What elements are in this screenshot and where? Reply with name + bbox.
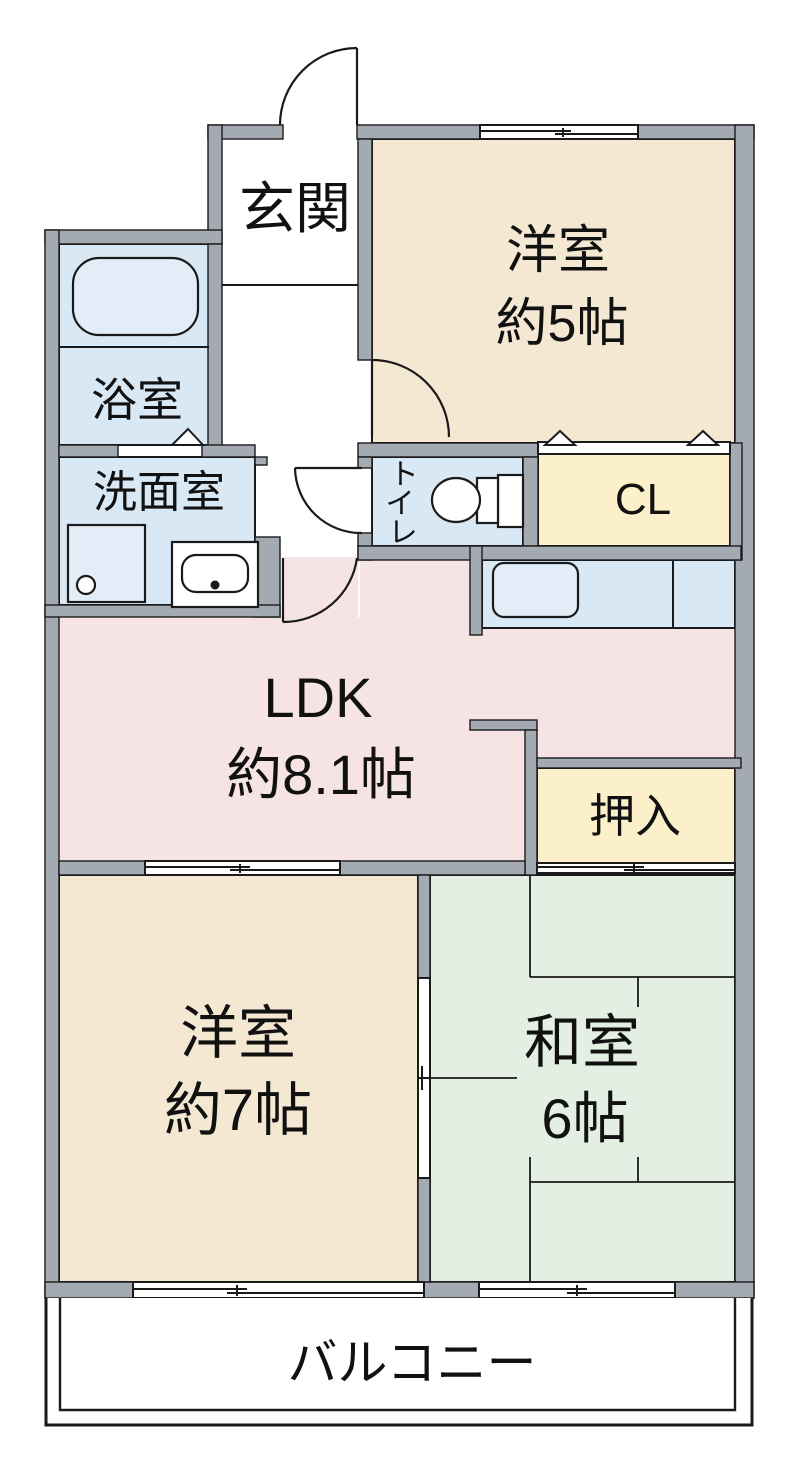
closet-door-marker xyxy=(685,429,721,446)
wall xyxy=(423,1281,480,1299)
sliding-door-western7-japanese6 xyxy=(417,977,431,1179)
wall xyxy=(254,536,281,618)
toilet-bowl xyxy=(430,476,482,524)
label-western7-name: 洋室 xyxy=(180,1001,296,1066)
closet-sliding-door xyxy=(537,441,731,455)
room-western5 xyxy=(371,138,736,444)
wall xyxy=(536,757,742,769)
sliding-door-oshiire xyxy=(536,862,736,874)
door-toilet xyxy=(293,466,363,535)
wall xyxy=(58,444,119,458)
label-genkan: 玄関 xyxy=(239,177,351,240)
svg-text:レ: レ xyxy=(388,517,417,549)
toilet-tank xyxy=(496,473,525,529)
entrance-door xyxy=(278,46,359,126)
wall xyxy=(58,860,146,876)
label-toilet: ト イ レ xyxy=(385,459,418,549)
washing-machine-drain xyxy=(75,574,97,596)
wall xyxy=(734,124,755,1299)
label-ldk-name: LDK xyxy=(264,666,373,729)
label-oshiire: 押入 xyxy=(589,790,681,842)
label-western5-name: 洋室 xyxy=(506,222,610,280)
wall xyxy=(201,444,256,458)
wall xyxy=(469,719,538,731)
wall xyxy=(357,138,373,361)
label-balcony: バルコニー xyxy=(288,1335,537,1391)
wall xyxy=(357,545,742,561)
wall xyxy=(44,229,223,245)
bathtub xyxy=(71,256,200,337)
door-ldk xyxy=(281,557,359,624)
closet-door-marker xyxy=(542,429,578,446)
label-western7-size: 約7帖 xyxy=(164,1078,312,1143)
wall xyxy=(417,1177,431,1283)
balcony xyxy=(44,1298,754,1427)
window-top xyxy=(479,124,639,140)
wall xyxy=(207,243,223,448)
label-closet: CL xyxy=(615,475,671,524)
room-western7 xyxy=(58,874,419,1283)
label-bath: 浴室 xyxy=(91,374,183,426)
window-bottom-western7 xyxy=(132,1281,425,1299)
svg-text:ト: ト xyxy=(389,459,418,491)
wall xyxy=(522,456,539,547)
svg-text:イ: イ xyxy=(385,488,414,520)
door-western5 xyxy=(370,358,451,438)
room-closet xyxy=(537,453,731,547)
label-western5-size: 約5帖 xyxy=(496,295,629,353)
wall xyxy=(44,1281,134,1299)
room-ldk xyxy=(59,617,525,863)
room-ldk xyxy=(360,560,470,628)
wall xyxy=(729,442,743,561)
label-ldk-size: 約8.1帖 xyxy=(226,743,416,806)
kitchen-sink xyxy=(491,561,580,619)
sliding-door-ldk-western7 xyxy=(144,860,341,876)
wall xyxy=(357,442,539,458)
washbasin-drain xyxy=(210,580,220,590)
wall xyxy=(357,456,373,469)
wall xyxy=(356,124,481,140)
wall xyxy=(254,456,268,466)
window-bottom-japanese6 xyxy=(478,1281,676,1299)
washbasin xyxy=(180,553,250,594)
wall xyxy=(339,860,526,876)
wall xyxy=(524,729,538,876)
label-japanese6-size: 6帖 xyxy=(541,1087,628,1150)
label-japanese6-name: 和室 xyxy=(524,1010,640,1075)
wall xyxy=(207,124,223,245)
wall xyxy=(417,874,431,979)
wall xyxy=(469,545,483,636)
bath-door-marker xyxy=(169,427,206,446)
wall xyxy=(674,1281,755,1299)
wall xyxy=(44,229,60,1299)
label-washroom: 洗面室 xyxy=(93,468,225,517)
